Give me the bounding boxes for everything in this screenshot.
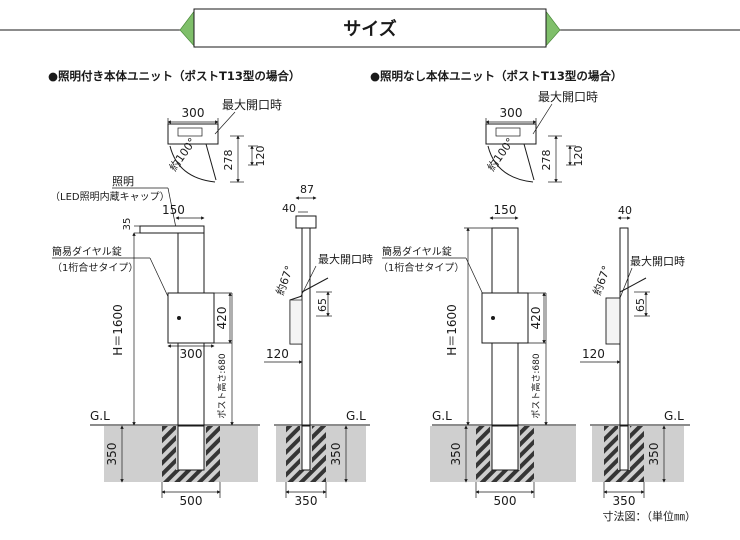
right-side-120: 120: [582, 347, 605, 361]
right-top-max-open: 最大開口時: [538, 90, 598, 104]
right-front-350: 350: [449, 443, 463, 466]
right-top-120: 120: [572, 146, 585, 167]
right-top-view: 300 最大開口時 278 120 約100°: [484, 90, 598, 183]
left-lighting-label: 照明: [112, 175, 134, 188]
right-side-350-vert: 350: [647, 443, 661, 466]
left-side-350-vert: 350: [329, 443, 343, 466]
left-top-max-open: 最大開口時: [222, 98, 282, 112]
left-side-40: 40: [282, 202, 296, 215]
left-top-120: 120: [254, 146, 267, 167]
right-top-width: 300: [500, 106, 523, 120]
right-section-title: ●照明なし本体ユニット（ポストT13型の場合）: [370, 69, 622, 83]
left-top-278: 278: [222, 150, 235, 171]
left-side-gl: G.L: [346, 409, 366, 423]
right-front-view: 150 H＝1600 簡易ダイヤル錠 （1桁合せタイプ） 420 ポスト高さ:6…: [378, 203, 576, 508]
left-side-view: 87 40 最大開口時 約67° 65 120 G.L 350 350: [264, 183, 373, 508]
left-side-350: 350: [295, 494, 318, 508]
right-lock-sub: （1桁合せタイプ）: [378, 261, 464, 274]
left-front-300: 300: [180, 347, 203, 361]
left-front-350: 350: [105, 443, 119, 466]
right-side-65: 65: [634, 298, 647, 312]
right-front-height: H＝1600: [445, 304, 459, 356]
right-side-gl: G.L: [664, 409, 684, 423]
right-side-view: 40 最大開口時 約67° 65 120 G.L 350 350: [580, 204, 690, 508]
left-side-max-open: 最大開口時: [318, 252, 373, 266]
left-front-35: 35: [122, 218, 133, 231]
right-side-350: 350: [613, 494, 636, 508]
left-section-title: ●照明付き本体ユニット（ポストT13型の場合）: [48, 69, 300, 83]
right-side-40: 40: [618, 204, 632, 217]
left-lighting-sub: （LED照明内蔵キャップ）: [50, 190, 170, 203]
left-side-angle: 約67°: [273, 264, 297, 297]
left-side-87: 87: [300, 183, 314, 196]
left-post-height: ポスト高さ:680: [216, 353, 228, 418]
left-top-width: 300: [182, 106, 205, 120]
left-front-420: 420: [215, 307, 229, 330]
unit-note: 寸法図：（単位㎜）: [603, 509, 697, 523]
right-side-angle: 約67°: [590, 264, 614, 297]
left-front-150: 150: [162, 203, 185, 217]
right-front-gl: G.L: [432, 409, 452, 423]
left-lock-sub: （1桁合せタイプ）: [52, 261, 138, 274]
right-side-max-open: 最大開口時: [630, 254, 685, 268]
left-lock-label: 簡易ダイヤル錠: [52, 245, 122, 258]
page-title: サイズ: [343, 18, 396, 40]
right-lock-label: 簡易ダイヤル錠: [382, 245, 452, 258]
right-post-height: ポスト高さ:680: [530, 353, 542, 418]
left-side-65: 65: [316, 298, 329, 312]
left-front-500: 500: [180, 494, 203, 508]
left-top-view: 300 最大開口時 278 120 約100°: [166, 98, 282, 183]
right-top-278: 278: [540, 150, 553, 171]
right-front-420: 420: [529, 307, 543, 330]
right-front-150: 150: [494, 203, 517, 217]
left-side-120: 120: [266, 347, 289, 361]
left-front-gl: G.L: [90, 409, 110, 423]
right-front-500: 500: [494, 494, 517, 508]
left-front-height: H＝1600: [111, 304, 125, 356]
header-banner: サイズ: [0, 8, 740, 48]
left-front-view: 照明 （LED照明内蔵キャップ） 150 35 H＝1600 簡易ダイヤル錠 （…: [50, 175, 260, 508]
